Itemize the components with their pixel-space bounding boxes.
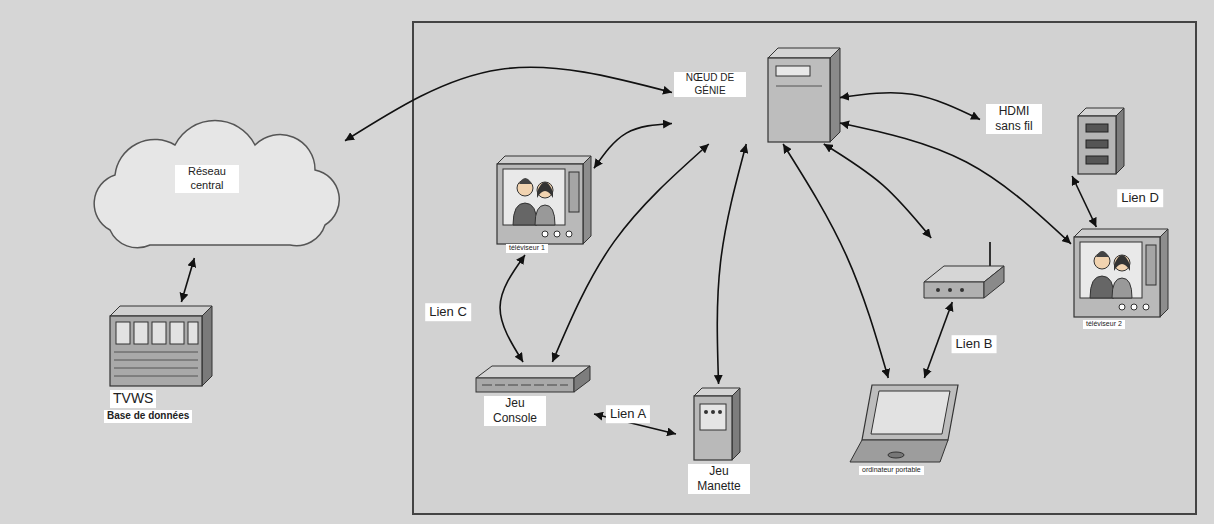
link-arrow	[345, 67, 672, 140]
device-node: téléviseur 2	[1071, 227, 1171, 331]
device-node	[920, 238, 1008, 302]
device-node: Réseau central	[80, 135, 345, 258]
device-label: téléviseur 1	[506, 244, 548, 253]
link-label: Lien A	[606, 405, 650, 423]
device-label: Jeu Console	[484, 396, 546, 426]
link-arrow	[717, 144, 746, 384]
link-arrow	[181, 258, 194, 302]
link-arrow	[594, 123, 672, 168]
device-label: ordinateur portable	[859, 466, 924, 475]
device-node: HDMI sans fil	[980, 104, 1130, 176]
device-label: Réseau central	[175, 165, 239, 193]
link-arrow	[840, 123, 1071, 244]
device-label: NŒUD DE GÉNIE	[674, 72, 746, 97]
link-arrow	[924, 302, 952, 378]
link-arrow	[500, 255, 525, 362]
device-node: Jeu Manette	[676, 384, 758, 504]
device-node: téléviseur 1	[494, 154, 594, 255]
link-label: Lien D	[1117, 189, 1163, 207]
link-label: Lien C	[425, 303, 471, 321]
device-label: Base de données	[104, 410, 192, 423]
link-arrow	[783, 144, 888, 378]
device-label: HDMI sans fil	[986, 104, 1042, 134]
device-node: ordinateur portable	[845, 378, 967, 478]
device-label: téléviseur 2	[1083, 320, 1125, 329]
link-label: Lien B	[952, 335, 997, 353]
device-node: TVWS Base de données	[100, 302, 225, 430]
link-arrow	[824, 144, 931, 238]
device-label: Jeu Manette	[688, 464, 750, 494]
link-arrow	[552, 144, 708, 362]
device-node: NŒUD DE GÉNIE	[672, 46, 840, 144]
device-label: TVWS	[110, 390, 156, 408]
device-node: Jeu Console	[470, 362, 594, 436]
link-arrow	[1072, 176, 1096, 227]
link-arrow	[840, 93, 980, 120]
